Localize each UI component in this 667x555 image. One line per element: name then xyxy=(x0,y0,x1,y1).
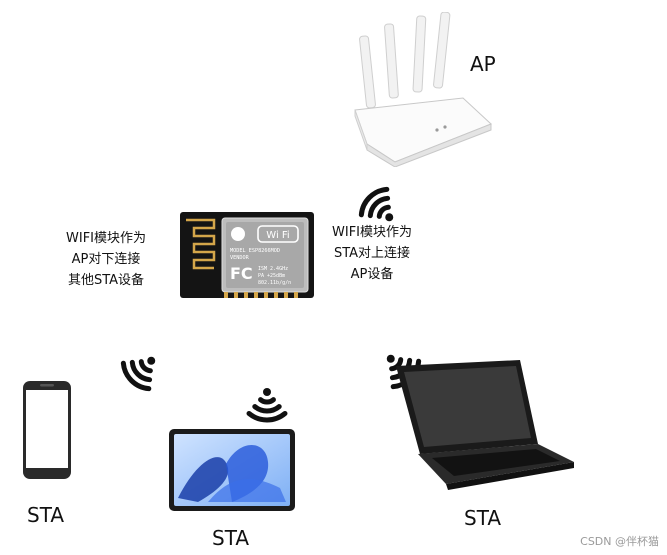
wifi-module-icon: Wi Fi MODEL ESP8266MOD VENDOR FC ISM 2.4… xyxy=(180,212,314,298)
wifi-signal-icon xyxy=(358,186,394,222)
wifi-signal-icon xyxy=(120,356,156,392)
router-icon xyxy=(354,12,492,167)
note-sta-role: WIFI模块作为 STA对上连接 AP设备 xyxy=(332,225,412,282)
chip-fcc: FC xyxy=(230,264,253,283)
sta-tablet-label: STA xyxy=(212,526,250,550)
phone-icon xyxy=(23,381,71,479)
chip-line: ISM 2.4GHz xyxy=(258,266,288,272)
tablet-icon xyxy=(169,429,295,511)
watermark: CSDN @伴杯猫 xyxy=(580,535,659,548)
chip-line: MODEL ESP8266MOD xyxy=(230,248,280,254)
note-ap-role: WIFI模块作为 AP对下连接 其他STA设备 xyxy=(66,231,146,288)
sta-laptop-label: STA xyxy=(464,506,502,530)
chip-line: PA +25dBm xyxy=(258,273,285,279)
ap-label: AP xyxy=(470,52,496,76)
wifi-signal-icon xyxy=(246,388,288,423)
laptop-icon xyxy=(396,360,574,490)
sta-phone-label: STA xyxy=(27,503,65,527)
chip-line: 802.11b/g/n xyxy=(258,280,291,286)
chip-logo-text: Wi Fi xyxy=(266,230,289,241)
chip-line: VENDOR xyxy=(230,255,250,261)
